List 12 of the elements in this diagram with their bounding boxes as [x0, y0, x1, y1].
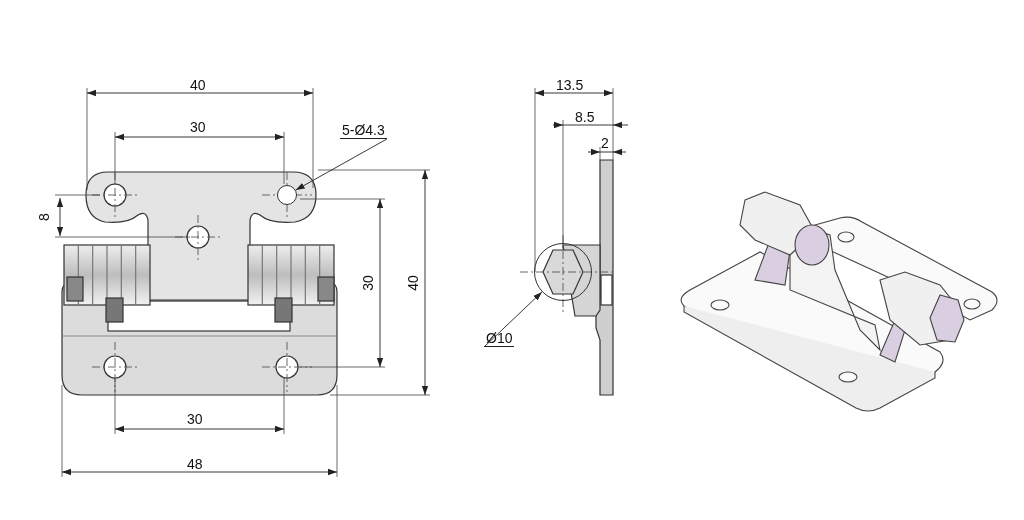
dimension-value: 8 [35, 213, 52, 221]
dimension-value: 40 [404, 275, 421, 291]
dimension-value: 2 [601, 135, 609, 151]
dimension-value: 30 [359, 275, 376, 291]
dimension-value: 48 [187, 456, 203, 472]
dimension-value: 30 [187, 411, 203, 427]
callout-text: 5-Ø4.3 [340, 122, 387, 139]
dimension-value: 8.5 [575, 109, 595, 125]
dimension-value: 30 [190, 119, 206, 135]
dimension-value: 13.5 [556, 77, 584, 93]
dimension-value: 40 [190, 77, 206, 93]
callout-text: Ø10 [484, 330, 515, 347]
